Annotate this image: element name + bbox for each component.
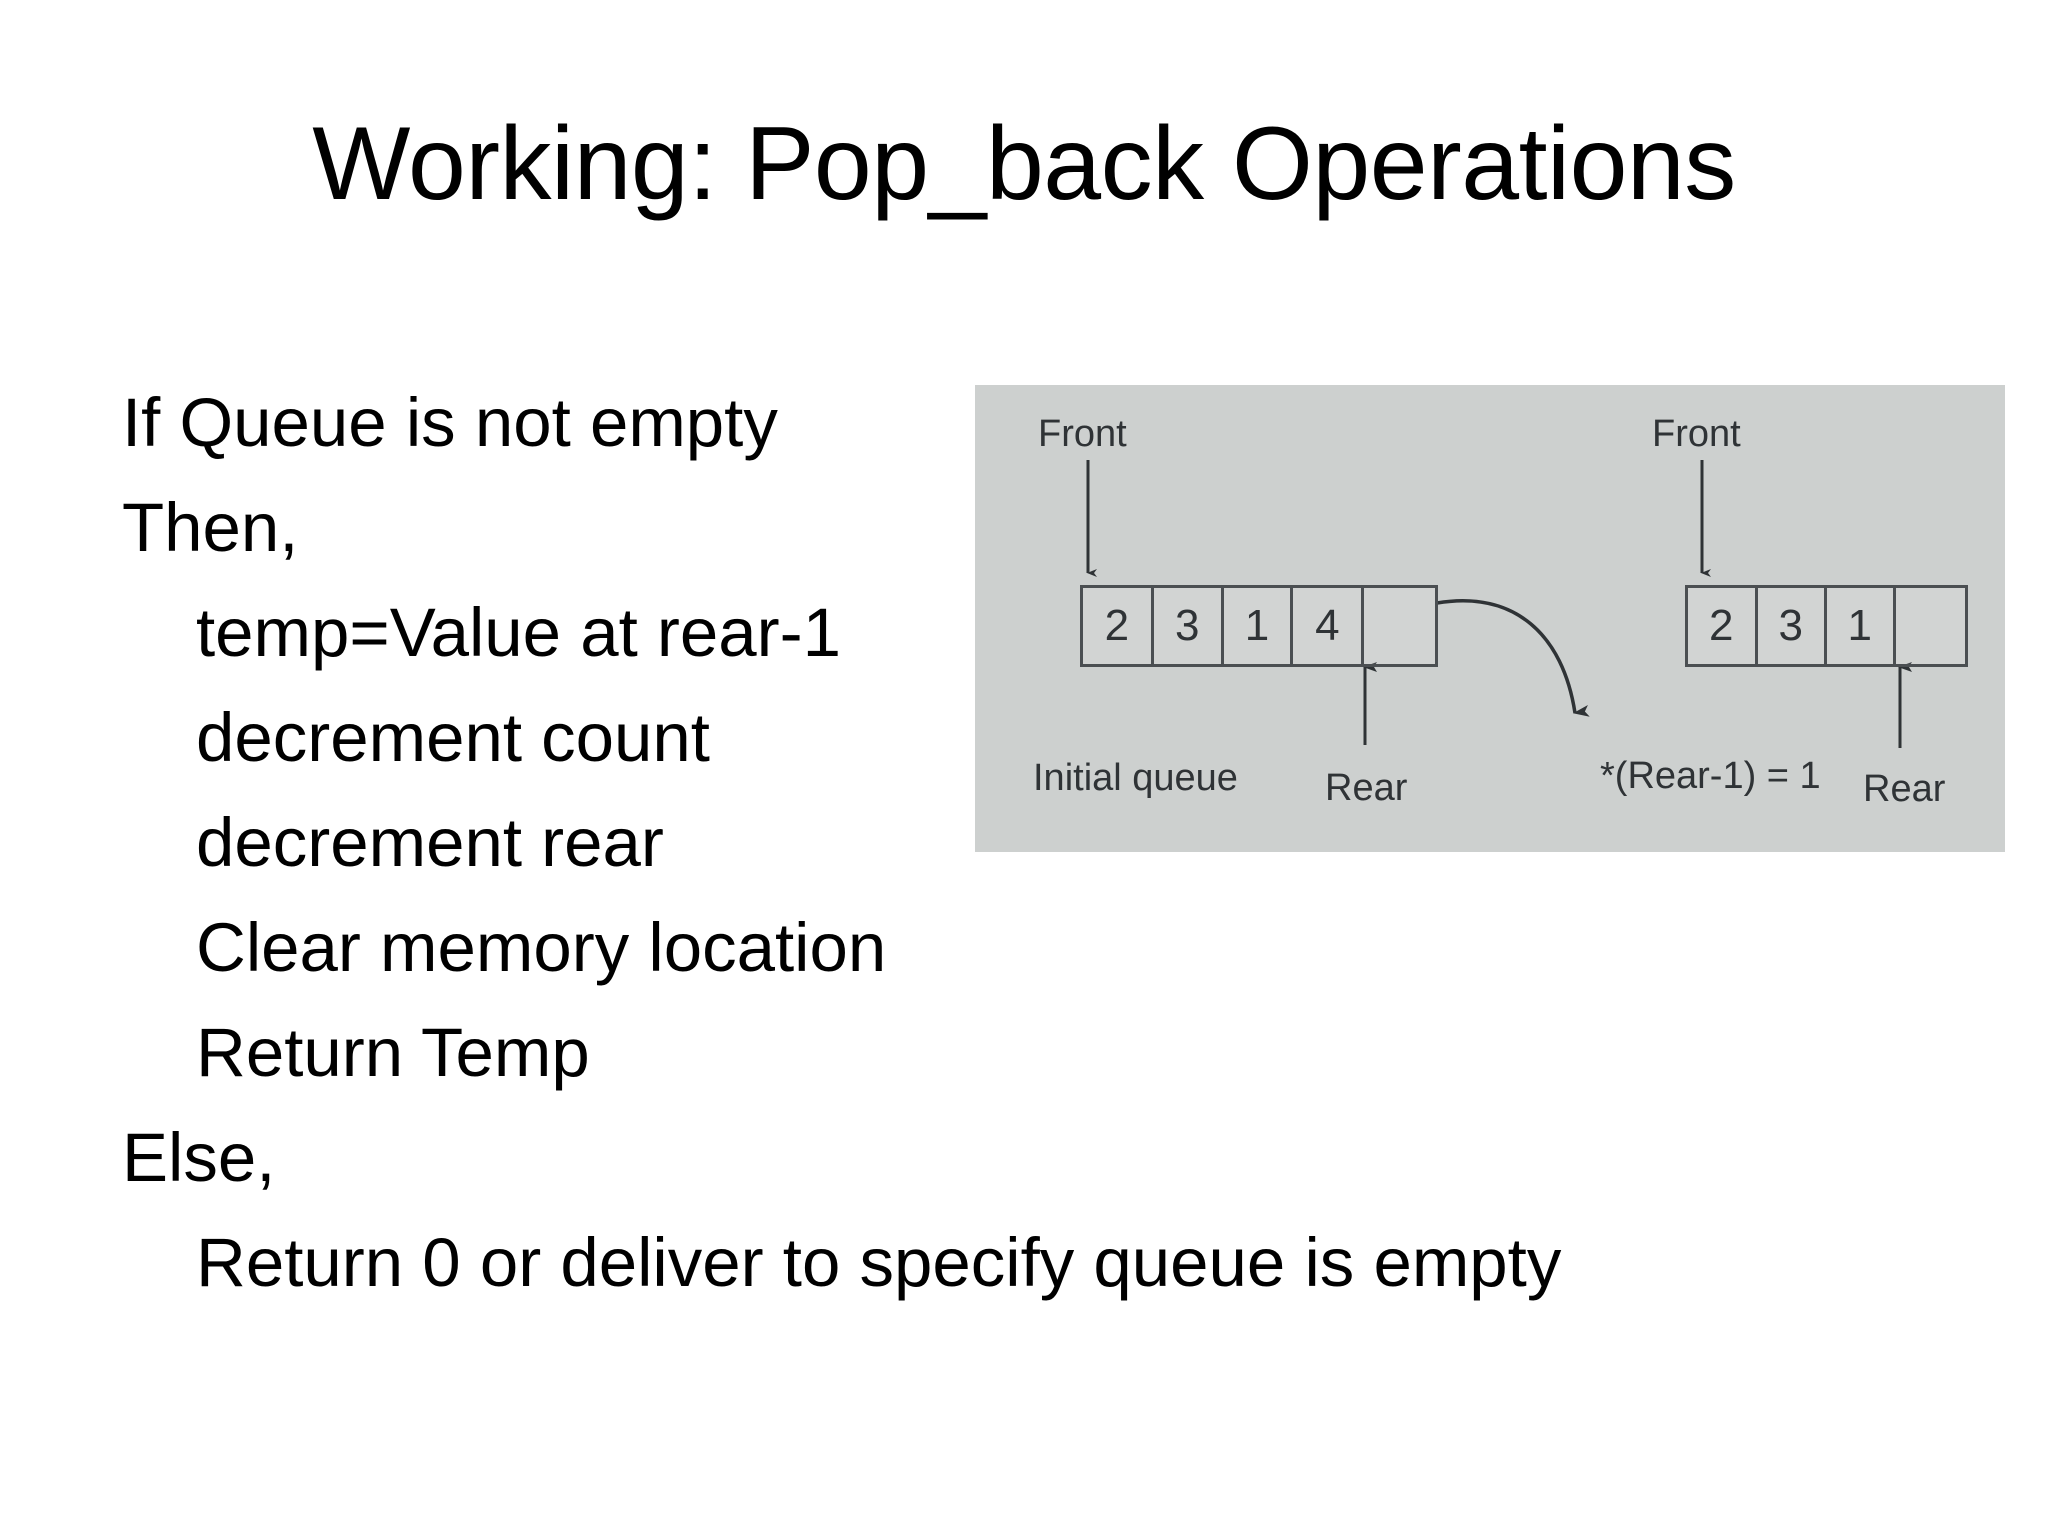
- pseudocode-line: temp=Value at rear-1: [196, 594, 841, 671]
- queue-cell: [1896, 588, 1965, 664]
- pseudocode-line: Then,: [122, 489, 299, 566]
- right-queue-front-label: Front: [1652, 413, 1741, 455]
- queue-cell: 3: [1758, 588, 1828, 664]
- queue-diagram-image: Front 2 3 1 4 Initial queue Rear Front 2…: [975, 385, 2005, 852]
- pseudocode-line: decrement rear: [196, 804, 664, 881]
- queue-cell: 1: [1224, 588, 1294, 664]
- left-queue-caption: Initial queue: [1033, 757, 1238, 799]
- pseudocode-line: Clear memory location: [196, 909, 887, 986]
- queue-cell: 4: [1293, 588, 1365, 664]
- left-queue-box: 2 3 1 4: [1080, 585, 1438, 667]
- left-queue-front-label: Front: [1038, 413, 1127, 455]
- pseudocode-line: Else,: [122, 1119, 276, 1196]
- page-title: Working: Pop_back Operations: [312, 106, 1736, 222]
- pseudocode-block: If Queue is not empty Then, temp=Value a…: [122, 370, 1962, 1315]
- queue-cell: 1: [1827, 588, 1896, 664]
- right-queue-box: 2 3 1: [1685, 585, 1968, 667]
- queue-cell: [1364, 588, 1435, 664]
- pseudocode-line: Return 0 or deliver to specify queue is …: [196, 1224, 1562, 1301]
- left-queue-rear-label: Rear: [1325, 767, 1408, 809]
- pseudocode-line: If Queue is not empty: [122, 384, 778, 461]
- right-queue-rear-label: Rear: [1863, 768, 1946, 810]
- queue-cell: 2: [1688, 588, 1758, 664]
- queue-cell: 2: [1083, 588, 1154, 664]
- pseudocode-line: decrement count: [196, 699, 710, 776]
- pseudocode-line: Return Temp: [196, 1014, 590, 1091]
- right-queue-caption: *(Rear-1) = 1: [1600, 755, 1821, 797]
- queue-cell: 3: [1154, 588, 1224, 664]
